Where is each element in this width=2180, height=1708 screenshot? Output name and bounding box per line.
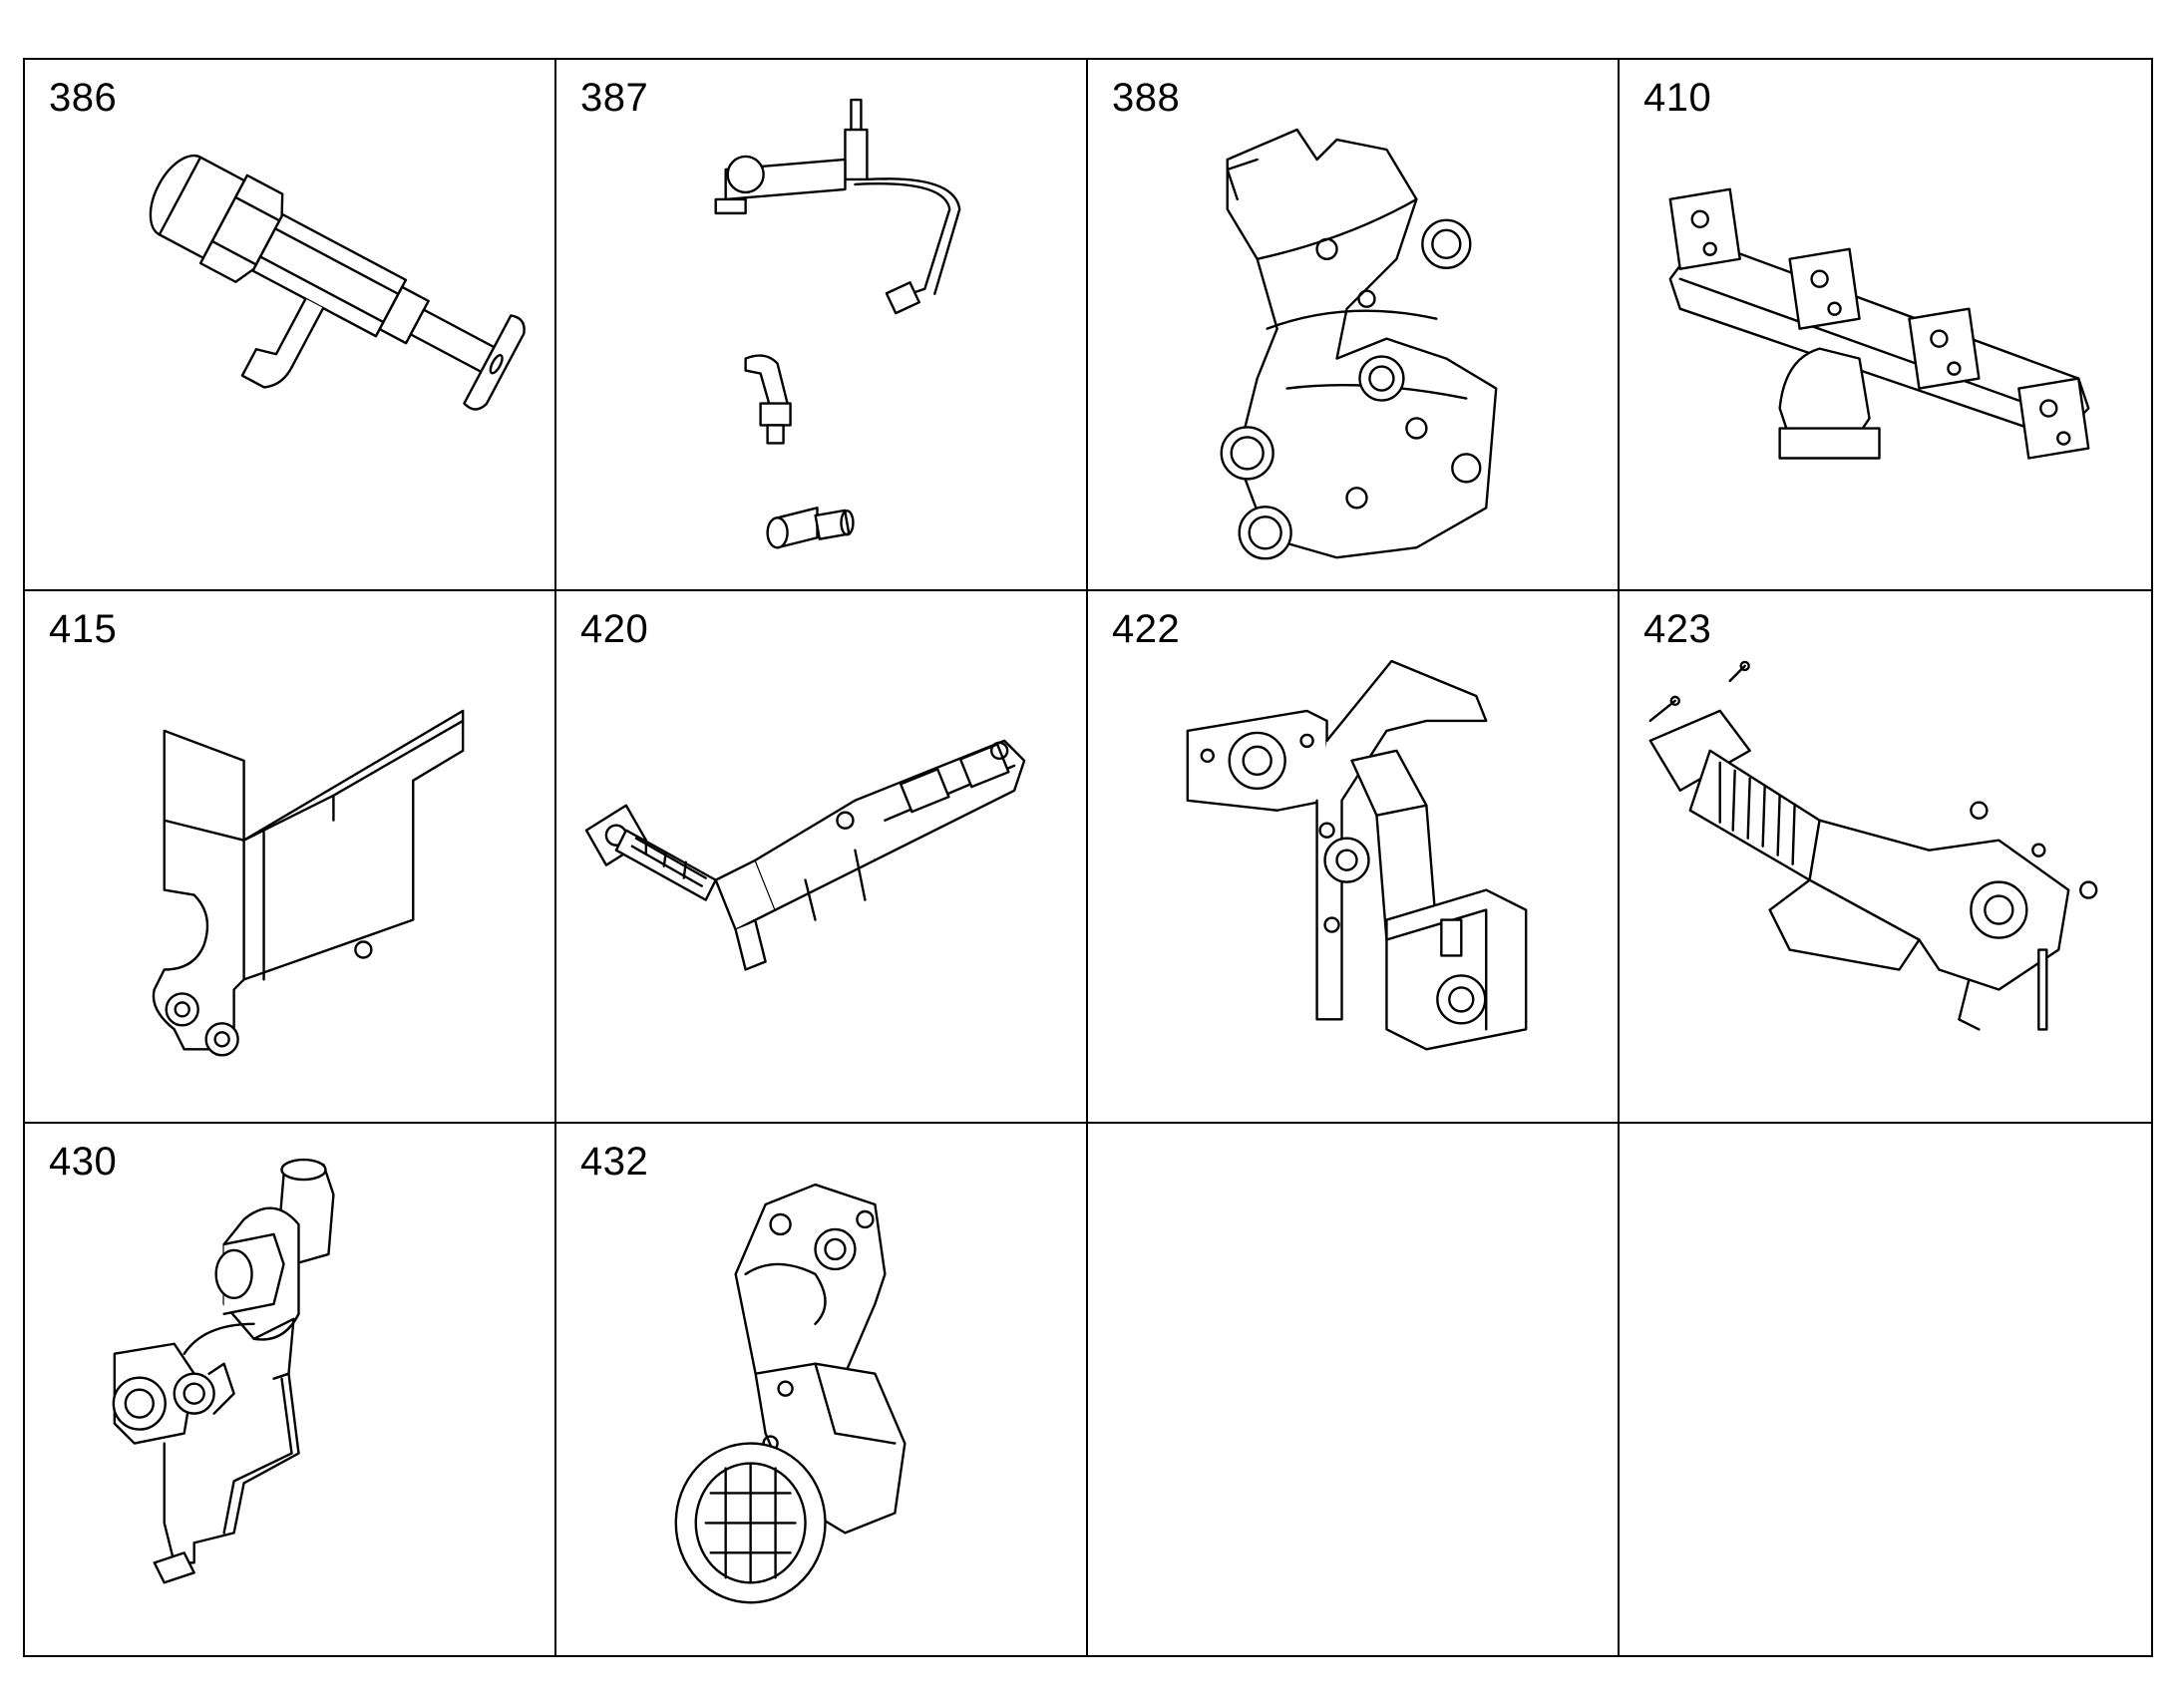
empty-cell [1088, 1123, 1620, 1655]
part-number: 422 [1112, 607, 1181, 652]
part-cell-420: 420 [556, 591, 1088, 1124]
empty-cell [1620, 1123, 2151, 1655]
part-cell-386: 386 [25, 60, 556, 592]
part-cell-430: 430 [25, 1123, 556, 1655]
turbine-housing-icon [674, 1183, 907, 1604]
part-cell-415: 415 [25, 591, 556, 1124]
part-cell-423: 423 [1620, 591, 2151, 1124]
part-number: 423 [1643, 607, 1712, 652]
part-number: 386 [49, 76, 118, 120]
exhaust-manifold-icon [1668, 187, 2090, 460]
heat-shield-icon [152, 710, 465, 1057]
turbocharger-icon [112, 1158, 335, 1584]
part-cell-432: 432 [556, 1123, 1088, 1655]
part-number: 410 [1643, 76, 1712, 120]
part-number: 430 [49, 1139, 118, 1184]
part-cell-387: 387 [556, 60, 1088, 592]
part-cell-410: 410 [1620, 60, 2151, 592]
part-number: 432 [580, 1139, 649, 1184]
thermostat-housing-icon [1220, 128, 1498, 560]
egr-pipe-assembly-icon [1648, 661, 2098, 1031]
part-cell-422: 422 [1088, 591, 1620, 1124]
part-number: 420 [580, 607, 649, 652]
part-number: 415 [49, 607, 118, 652]
part-cell-388: 388 [1088, 60, 1620, 592]
egr-cooler-icon [584, 740, 1026, 971]
egr-valve-bracket-icon [1186, 660, 1528, 1051]
parts-grid: 386 387 [23, 58, 2153, 1657]
hose-fittings-icon [714, 98, 961, 549]
part-number: 388 [1112, 76, 1181, 120]
part-number: 387 [580, 76, 649, 120]
valve-icon [149, 154, 526, 411]
